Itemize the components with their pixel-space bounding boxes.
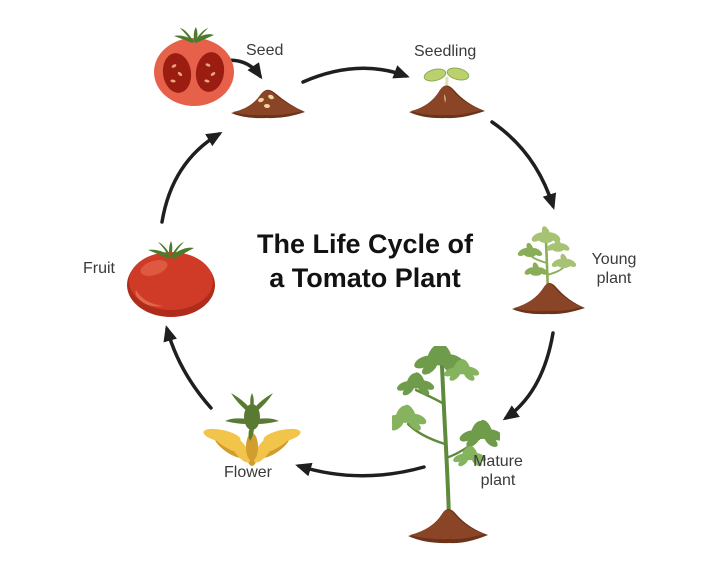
arrow-seed-to-seedling: [301, 65, 410, 84]
flower-illustration: [203, 393, 301, 466]
seedling-illustration: [409, 67, 485, 119]
label-mature-plant: Mature plant: [473, 453, 523, 489]
arrow-fruit-to-seed: [160, 131, 223, 224]
diagram-title: The Life Cycle of a Tomato Plant: [225, 227, 505, 295]
label-seedling: Seedling: [414, 43, 477, 60]
arrow-mature-plant-to-flower: [295, 462, 426, 478]
diagram-title-line1: The Life Cycle of: [256, 229, 474, 259]
arrow-young-plant-to-mature-plant: [502, 331, 555, 421]
label-fruit: Fruit: [83, 260, 115, 277]
fruit-tomato-illustration: [127, 241, 215, 317]
arrow-seedling-to-young-plant: [490, 120, 557, 210]
arrow-flower-to-fruit: [163, 325, 213, 410]
label-flower: Flower: [224, 464, 273, 481]
fruit-calyx: [148, 241, 194, 259]
label-seed: Seed: [246, 42, 284, 59]
cut-tomato-calyx: [174, 27, 214, 43]
label-young-plant: Young plant: [591, 251, 637, 287]
flower-sepals: [225, 393, 279, 441]
young-plant-illustration: [512, 225, 585, 315]
seed-mound-illustration: [231, 89, 305, 119]
mature-plant-illustration: [392, 346, 500, 544]
diagram-title-line2: a Tomato Plant: [269, 263, 461, 293]
cut-tomato-illustration: [154, 27, 234, 106]
